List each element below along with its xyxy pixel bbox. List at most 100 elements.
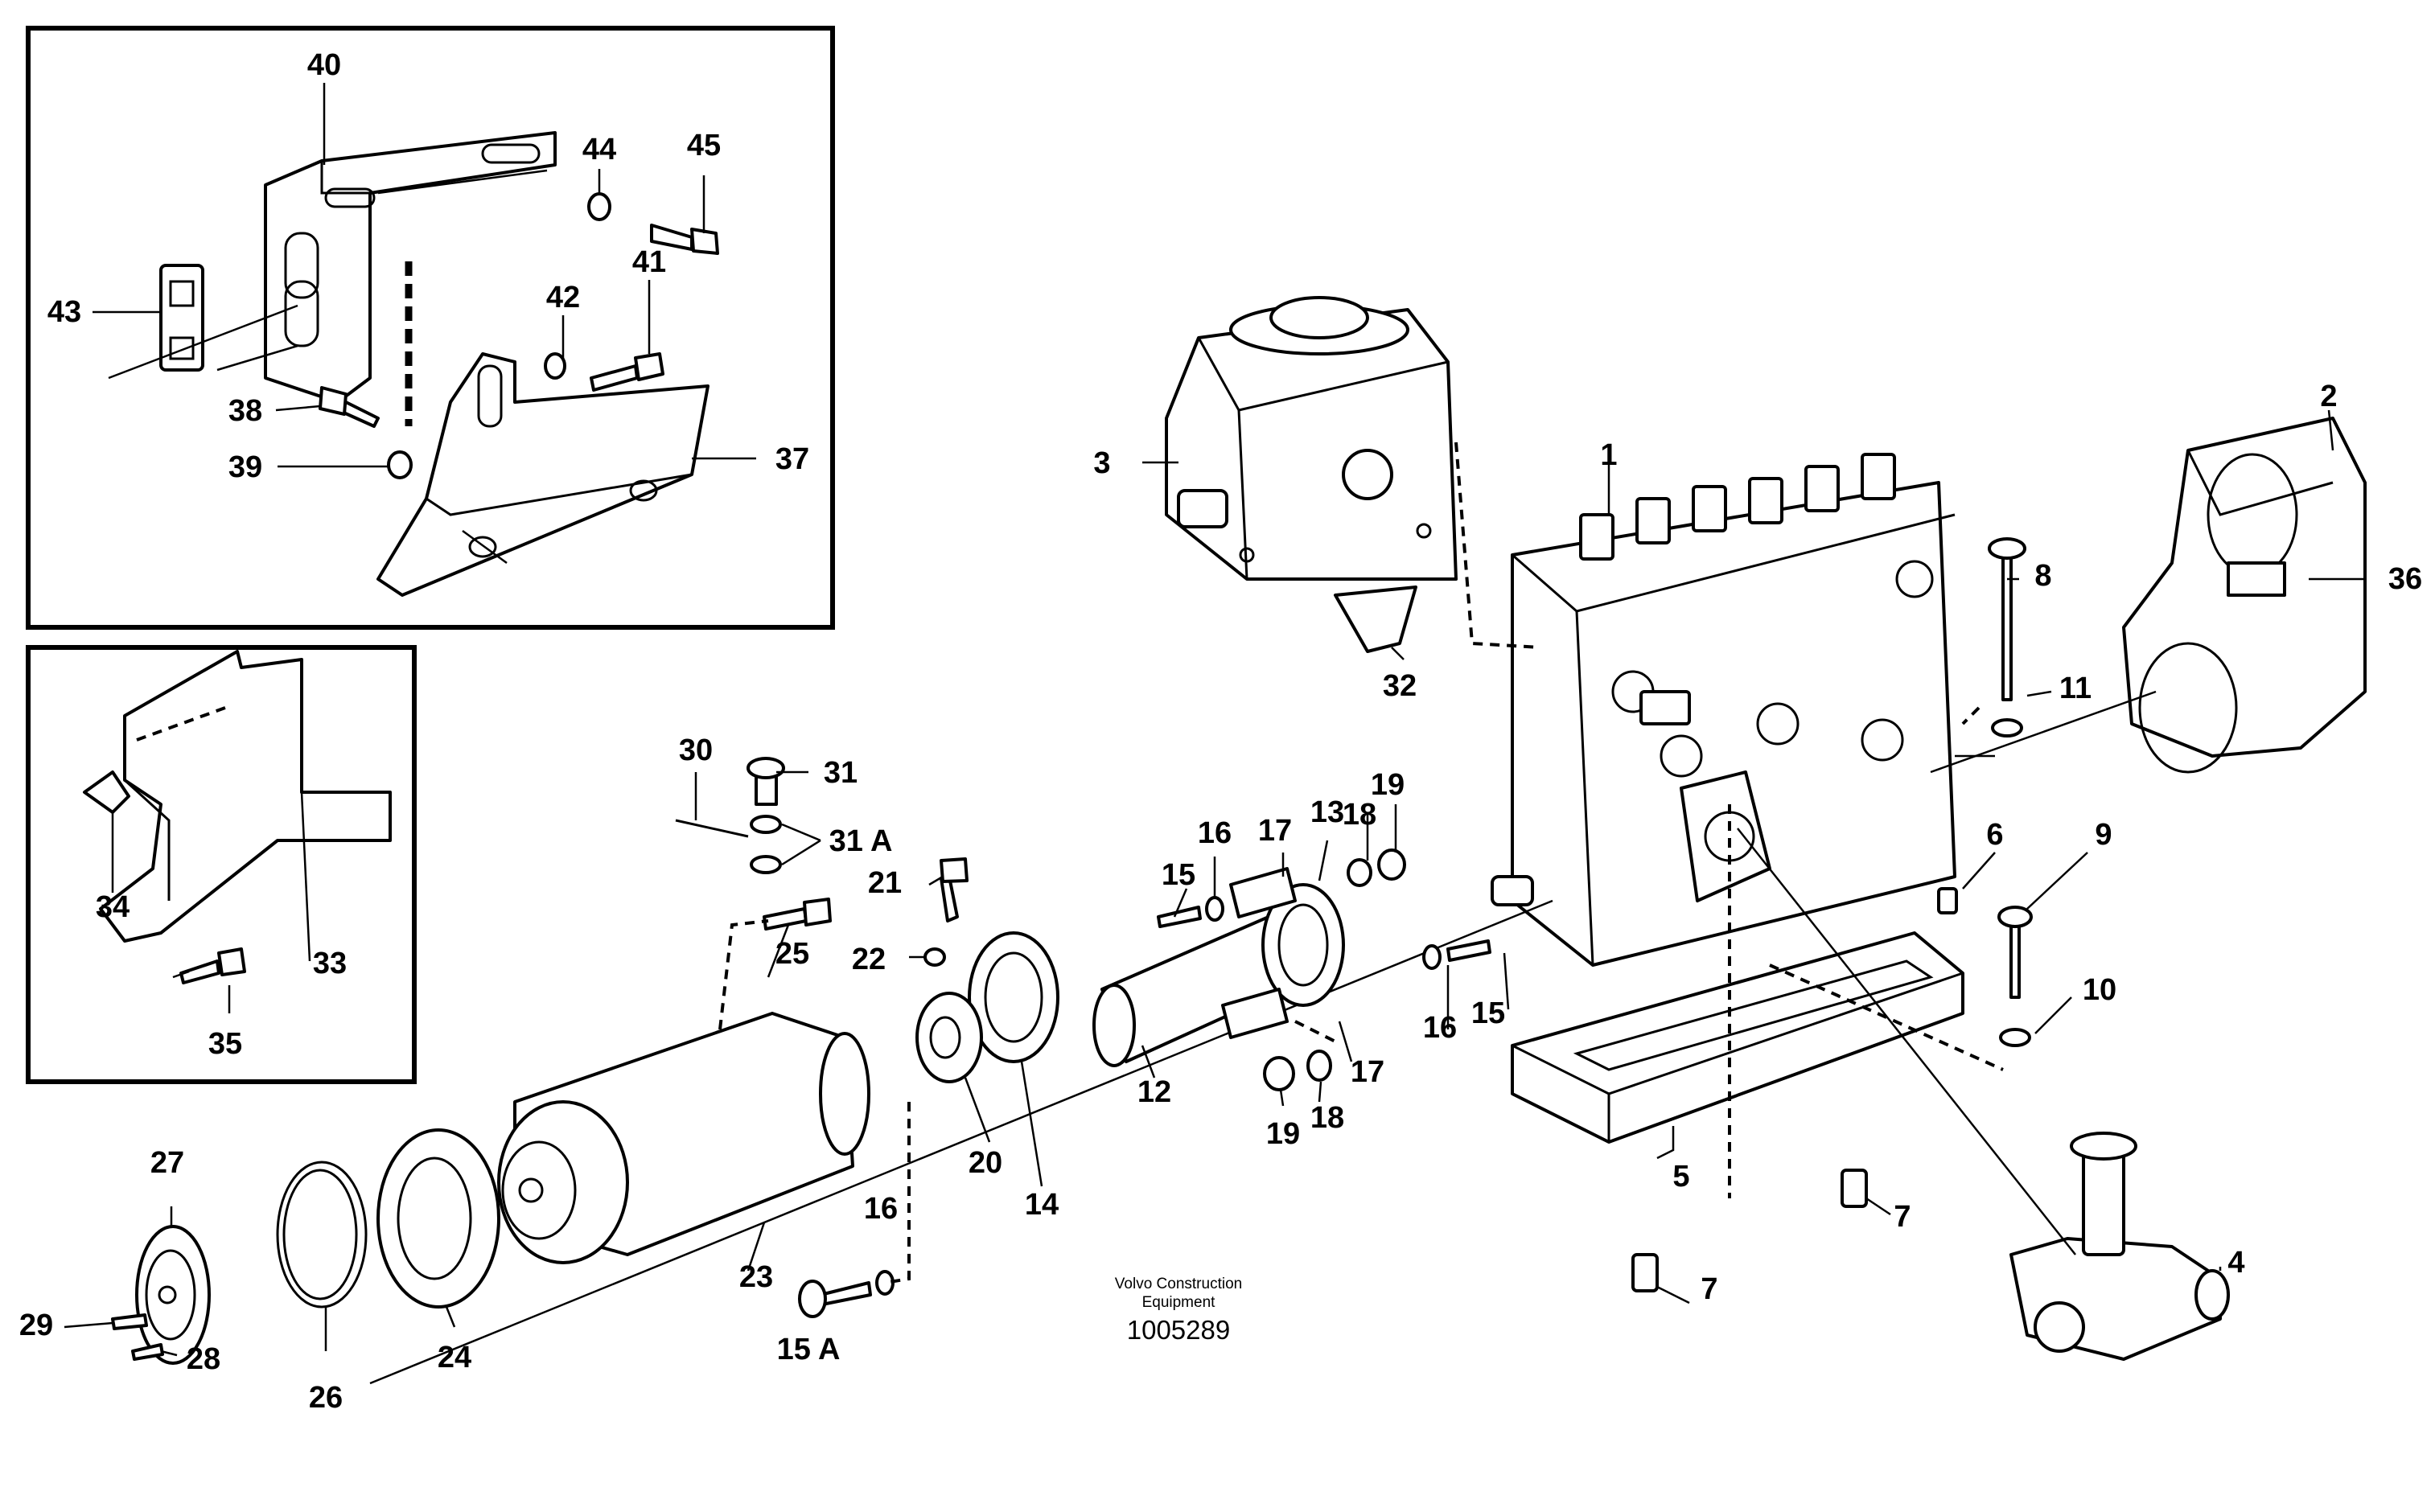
callout-10: 10 [2083, 973, 2116, 1007]
main-assembly [64, 296, 2367, 1385]
callout-27: 27 [150, 1146, 184, 1180]
callout-24: 24 [438, 1341, 471, 1374]
callout-44: 44 [582, 133, 616, 166]
callout-6: 6 [1986, 818, 2003, 852]
ring-24 [376, 1128, 500, 1309]
callout-30: 30 [679, 733, 713, 767]
washer-16c [875, 1270, 895, 1296]
dowel-6 [1937, 887, 1958, 914]
callout-19b: 19 [1266, 1117, 1300, 1151]
callout-17b: 17 [1351, 1055, 1384, 1089]
bolt-41 [590, 364, 639, 392]
inset-frame-top [26, 26, 835, 630]
callout-4: 4 [2227, 1246, 2244, 1280]
screw-35 [179, 959, 220, 984]
gasket-14 [968, 931, 1059, 1063]
bolt-15A [819, 1281, 872, 1306]
bracket-37 [376, 352, 710, 597]
o-ring-26 [276, 1161, 368, 1309]
callout-45: 45 [687, 129, 721, 162]
bolt-8 [2001, 553, 2013, 701]
callout-32: 32 [1383, 669, 1417, 703]
callout-31A: 31 A [829, 824, 893, 858]
callout-38: 38 [228, 394, 262, 428]
callout-7a: 7 [1894, 1200, 1911, 1234]
bolt-9 [2009, 923, 2021, 999]
washer-11 [1991, 718, 2023, 738]
callout-33: 33 [313, 947, 347, 980]
callout-20: 20 [969, 1146, 1002, 1180]
callout-21: 21 [868, 866, 902, 900]
callout-41: 41 [632, 245, 666, 279]
callout-25: 25 [775, 937, 809, 971]
yoke-17 [1229, 867, 1297, 918]
bolt-38 [340, 401, 380, 428]
callout-36: 36 [2388, 562, 2422, 596]
caption-line-2: Equipment [1142, 1294, 1216, 1311]
washer-16 [1205, 896, 1224, 922]
callout-16c: 16 [864, 1192, 898, 1226]
callout-7b: 7 [1701, 1272, 1717, 1306]
callout-29: 29 [19, 1309, 53, 1342]
callout-12: 12 [1137, 1075, 1171, 1109]
callout-22: 22 [852, 943, 886, 976]
screw-28 [131, 1343, 164, 1361]
callout-15b: 15 [1471, 996, 1505, 1030]
callout-15A: 15 A [777, 1333, 841, 1366]
dowel-7b [1631, 1253, 1659, 1292]
document-number: 1005289 [1127, 1315, 1230, 1345]
washer-31A [750, 815, 782, 834]
base-plate-5 [1511, 931, 1964, 1144]
callout-3: 3 [1093, 446, 1110, 480]
callout-39: 39 [228, 450, 262, 484]
callout-37: 37 [775, 442, 809, 476]
washer-10 [1999, 1028, 2031, 1047]
injection-pump-1 [1511, 481, 1956, 967]
dowel-7a [1841, 1169, 1868, 1208]
callout-15a: 15 [1162, 858, 1195, 892]
inset-cover-assembly [26, 645, 417, 1084]
callout-5: 5 [1672, 1160, 1689, 1194]
inset-bracket-assembly [26, 26, 835, 630]
callout-26: 26 [309, 1381, 343, 1415]
callout-19a: 19 [1371, 768, 1405, 802]
clip-34 [83, 770, 130, 814]
callout-43: 43 [47, 295, 81, 329]
cover-33 [99, 650, 392, 943]
callout-17a: 17 [1258, 814, 1292, 848]
nut-19 [1377, 848, 1406, 881]
washer-44 [587, 192, 611, 221]
caption-line-1: Volvo Construction [1115, 1276, 1242, 1292]
callout-28: 28 [187, 1342, 220, 1376]
callout-18b: 18 [1310, 1101, 1344, 1135]
pipe-30 [675, 819, 749, 838]
bolt-15 [1157, 906, 1202, 928]
callout-11: 11 [2059, 672, 2092, 705]
callout-labels: 1 2 3 4 5 6 7 7 8 9 10 11 12 13 14 15 15… [19, 48, 2422, 1415]
screw-29 [111, 1313, 148, 1330]
callout-40: 40 [307, 48, 341, 82]
callout-9: 9 [2095, 818, 2112, 852]
coupling-13 [1261, 883, 1345, 1007]
bolt-21 [940, 875, 959, 922]
washer-22 [923, 947, 946, 967]
callout-1: 1 [1600, 438, 1617, 472]
inset-frame-left [26, 645, 417, 1084]
callout-16a: 16 [1198, 816, 1232, 850]
callout-23: 23 [739, 1260, 773, 1294]
callout-42: 42 [546, 281, 580, 314]
callout-8: 8 [2034, 559, 2051, 593]
callout-18a: 18 [1343, 798, 1376, 832]
callout-2: 2 [2320, 380, 2337, 413]
callout-13: 13 [1310, 795, 1344, 829]
pump-outlets [1579, 453, 1896, 561]
callout-31: 31 [824, 756, 858, 790]
seal-32 [1334, 585, 1417, 653]
callout-35: 35 [208, 1027, 242, 1061]
document-caption: Volvo Construction Equipment 1005289 [1115, 1276, 1242, 1345]
callout-16b: 16 [1423, 1011, 1457, 1045]
callout-34: 34 [96, 890, 130, 924]
bolt-25 [763, 907, 808, 931]
nut-18 [1347, 858, 1372, 887]
